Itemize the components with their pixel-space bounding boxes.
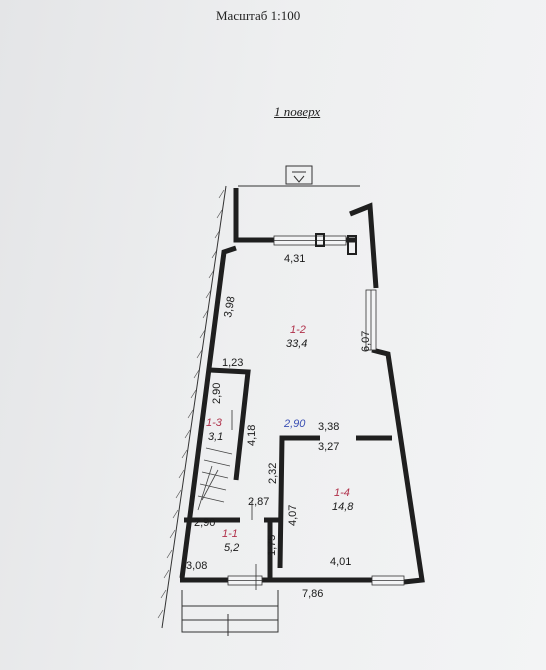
entry-steps [181,590,279,636]
dim-4-07: 4,07 [287,505,299,526]
scale-label: Масштаб 1:100 [216,8,301,23]
entry-door [315,233,357,255]
porch-steps [238,165,360,187]
dim-1-23: 1,23 [222,357,243,369]
dim-3-38: 3,38 [318,421,339,433]
dim-2-90-vertical: 2,90 [211,383,223,404]
dim-7-86: 7,86 [302,588,323,600]
dim-4-31: 4,31 [284,253,305,265]
lot-boundary-line [161,185,227,629]
room-id-1-1: 1-1 [222,528,238,540]
staircase [197,447,233,511]
room-area-1-2: 33,4 [286,338,307,350]
dim-1-75: 1,75 [266,535,278,556]
door-ticks [231,410,257,590]
room-id-1-2: 1-2 [290,324,306,336]
dim-3-08: 3,08 [186,560,207,572]
room-area-1-1: 5,2 [224,542,239,554]
dim-6-07: 6,07 [360,331,372,352]
dim-2-32: 2,32 [267,463,279,484]
blue-note: 2,90 [283,418,306,430]
dim-3-27: 3,27 [318,441,339,453]
room-id-1-3: 1-3 [206,417,223,429]
dim-4-18: 4,18 [246,425,258,446]
room-area-1-3: 3,1 [208,431,223,443]
room-id-1-4: 1-4 [334,487,350,499]
dim-4-01: 4,01 [330,556,351,568]
walls [179,188,425,585]
floor-title: 1 поверх [274,104,321,119]
wall-hatching [157,189,225,619]
windows [227,235,405,586]
dim-2-87: 2,87 [248,496,269,508]
room-area-1-4: 14,8 [332,501,354,513]
dim-3-98: 3,98 [222,295,238,318]
dim-2-90-horizontal: 2,90 [194,517,215,529]
